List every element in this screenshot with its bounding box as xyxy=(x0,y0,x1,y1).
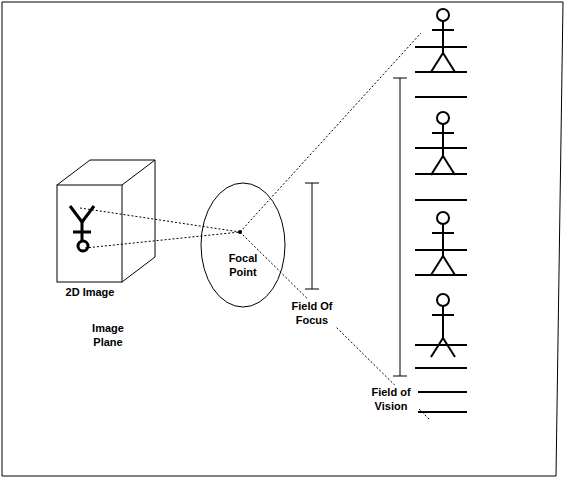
stick-figure xyxy=(431,112,455,175)
lens-label: Focal Point xyxy=(220,251,266,279)
vision-label: Field of Vision xyxy=(364,385,418,413)
field-of-focus-bracket xyxy=(305,183,319,289)
page-frame xyxy=(2,2,563,476)
image-ray xyxy=(85,232,240,248)
stick-figure xyxy=(431,212,455,275)
image-label: 2D Image xyxy=(50,285,130,299)
cube-outline xyxy=(52,158,158,300)
field-of-vision-bracket xyxy=(393,78,407,376)
scene-figures xyxy=(415,9,467,412)
inverted-figure xyxy=(70,206,94,251)
ellipse-outline xyxy=(200,182,286,308)
image-cube: 2D Image xyxy=(52,158,158,300)
plane-label: Image Plane xyxy=(81,321,135,349)
focal-dot xyxy=(238,230,242,234)
lens-ellipse: Focal Point xyxy=(200,182,286,308)
focus-label: Field Of Focus xyxy=(285,299,339,327)
stick-figure xyxy=(431,9,455,72)
image-ray xyxy=(80,208,240,232)
view-rays xyxy=(240,33,430,420)
stick-figure xyxy=(431,294,455,357)
